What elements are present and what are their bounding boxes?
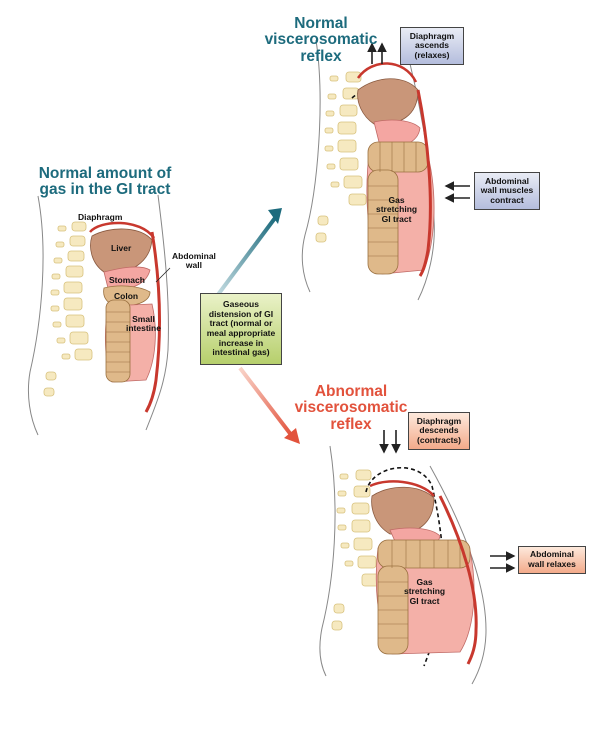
top-diaphragm-line — [356, 62, 418, 83]
left-front-outline — [145, 194, 169, 431]
label-gas-bottom: Gas stretching GI tract — [404, 577, 446, 606]
top-coil-lines — [368, 142, 417, 257]
arrowhead-to-normal — [268, 208, 282, 224]
arrow-to-abnormal — [238, 366, 294, 438]
label-line: stretching — [404, 586, 446, 597]
heading-line: Normal amount of — [38, 165, 172, 182]
box-line: (relaxes) — [414, 49, 450, 60]
label-line: Small — [132, 314, 155, 324]
heading-line: viscerosomatic — [294, 399, 408, 417]
arrow-to-normal — [212, 216, 277, 302]
diaphragm-ascends-box: Diaphragm ascends (relaxes) — [400, 27, 464, 65]
box-line: distension of GI — [208, 308, 274, 319]
heading-line: viscerosomatic — [264, 31, 378, 49]
heading-line: reflex — [300, 47, 342, 65]
heading-line: Normal — [294, 15, 348, 32]
label-diaphragm: Diaphragm — [78, 212, 123, 222]
heading-line: reflex — [330, 415, 372, 433]
label-small-intestine: Small intestine — [126, 314, 161, 334]
left-spine — [43, 221, 93, 397]
box-line: increase in — [218, 337, 264, 348]
box-line: contract — [490, 194, 524, 205]
box-line: ascends — [414, 40, 450, 51]
box-line: tract (normal or — [209, 318, 273, 329]
heading-normal-reflex: Normal viscerosomatic reflex — [246, 15, 396, 65]
box-line: wall muscles — [480, 185, 534, 196]
abdominal-wall-pointer — [155, 267, 171, 283]
label-line: GI tract — [409, 595, 440, 606]
bottom-intestine-coils — [377, 539, 471, 569]
bottom-front-outline — [429, 465, 487, 685]
box-line: (contracts) — [417, 434, 461, 445]
left-back-outline — [27, 195, 44, 436]
label-liver: Liver — [111, 243, 132, 253]
left-liver-shape — [90, 228, 153, 274]
top-back-outline — [301, 39, 321, 293]
top-spine — [315, 71, 367, 243]
heading-line: Abnormal — [314, 383, 388, 400]
abdominal-relaxes-box: Abdominal wall relaxes — [518, 546, 586, 574]
box-line: Gaseous — [223, 299, 259, 310]
arrowhead-to-abnormal — [284, 428, 300, 444]
box-line: Diaphragm — [416, 415, 462, 426]
left-coil-lines — [106, 311, 130, 373]
box-line: descends — [419, 425, 459, 436]
label-line: GI tract — [381, 213, 412, 224]
bottom-spine — [331, 469, 381, 631]
box-line: Abdominal — [530, 549, 574, 560]
left-abdominal-muscle — [144, 231, 161, 413]
bottom-coil-lines — [378, 540, 461, 639]
left-intestine-coils — [105, 299, 131, 383]
bottom-liver-shape — [371, 486, 435, 535]
box-line: intestinal gas) — [212, 347, 270, 358]
gaseous-distension-box: Gaseous distension of GI tract (normal o… — [200, 293, 282, 365]
bottom-back-outline — [319, 445, 336, 677]
label-abdominal-wall: Abdominal wall — [172, 251, 216, 271]
box-line: meal appropriate — [206, 328, 276, 338]
bottom-abdominal-muscle — [438, 495, 478, 665]
box-line: wall relaxes — [528, 559, 576, 569]
label-line: stretching — [376, 204, 418, 215]
heading-line: gas in the GI tract — [39, 181, 171, 199]
top-torso — [301, 39, 470, 301]
bottom-torso — [319, 430, 516, 685]
top-intestine-coils — [367, 141, 429, 173]
top-abdominal-muscle — [416, 89, 432, 277]
label-line: Gas — [416, 577, 433, 587]
top-intestine-coils-2 — [367, 169, 399, 275]
label-stomach: Stomach — [109, 275, 145, 285]
box-line: Abdominal — [485, 175, 529, 186]
label-line: wall — [185, 260, 202, 271]
diaphragm-descends-box: Diaphragm descends (contracts) — [408, 412, 470, 450]
label-gas-top: Gas stretching GI tract — [376, 195, 418, 224]
left-diaphragm-line — [89, 221, 156, 239]
label-line: Gas — [388, 195, 405, 205]
heading-abnormal-reflex: Abnormal viscerosomatic reflex — [276, 383, 426, 433]
top-liver-shape — [357, 78, 419, 125]
bottom-diaphragm-line — [369, 480, 435, 497]
label-line: intestine — [126, 323, 161, 334]
heading-normal-amount: Normal amount of gas in the GI tract — [20, 165, 190, 199]
label-line: Abdominal — [172, 251, 216, 261]
abdominal-contract-box: Abdominal wall muscles contract — [474, 172, 540, 210]
label-colon: Colon — [114, 291, 139, 301]
box-line: Diaphragm — [409, 30, 455, 41]
left-torso — [27, 194, 171, 436]
